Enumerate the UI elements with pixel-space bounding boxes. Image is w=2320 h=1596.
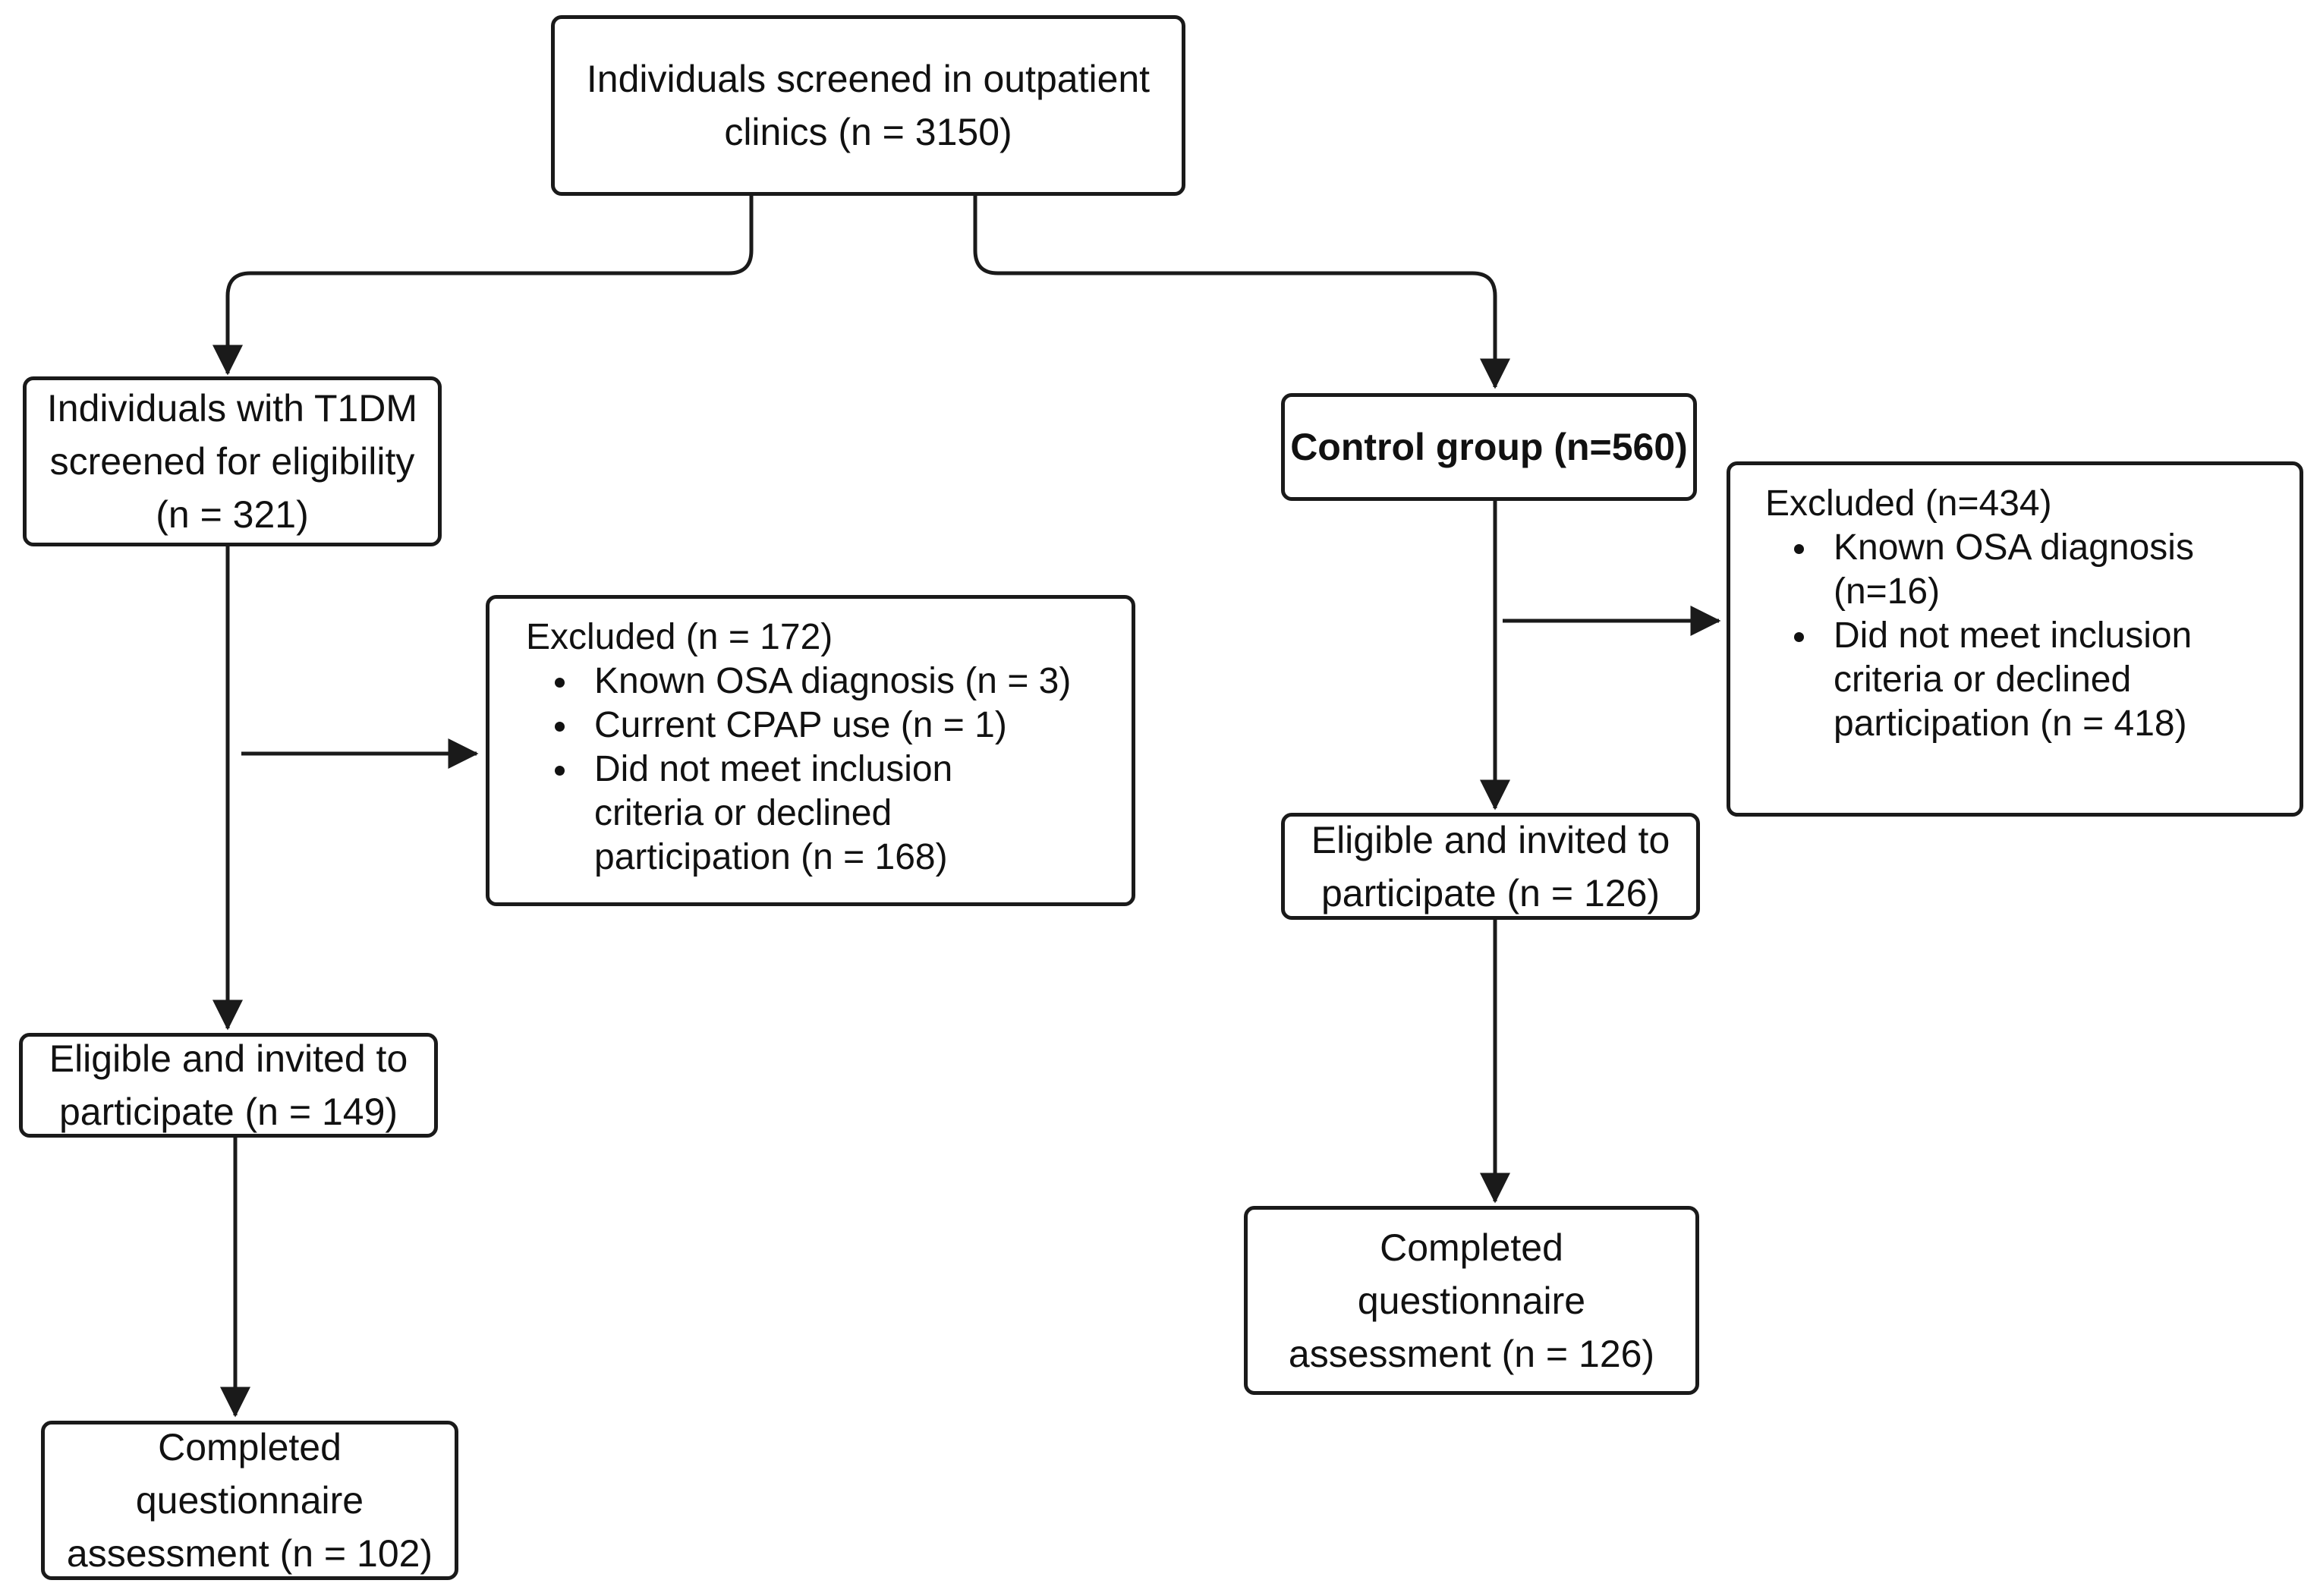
node-text-line: Eligible and invited to (1311, 818, 1670, 861)
excluded-reasons-list: Known OSA diagnosis (n = 3) Current CPAP… (526, 659, 1071, 880)
node-text-line: participate (n = 149) (58, 1091, 398, 1133)
node-completed-control: Completed questionnaire assessment (n = … (1244, 1206, 1699, 1395)
node-text-line: questionnaire (135, 1479, 364, 1522)
node-text-line: Completed (1380, 1226, 1563, 1269)
node-text-line: clinics (n = 3150) (724, 111, 1012, 153)
excluded-reason-text: Did not meet inclusion (1834, 615, 2193, 656)
node-text-line: questionnaire (1357, 1279, 1586, 1322)
excluded-reason-text: criteria or declined (594, 793, 892, 833)
excluded-reason: Current CPAP use (n = 1) (554, 704, 1071, 748)
node-excluded-control: Excluded (n=434) Known OSA diagnosis (n=… (1727, 461, 2303, 817)
edge-screened-to-t1dm (212, 196, 754, 376)
node-text-line: Eligible and invited to (49, 1037, 408, 1080)
excluded-reason-text: participation (n = 168) (594, 837, 948, 877)
node-control-group: Control group (n=560) (1281, 393, 1697, 501)
node-text-line: screened for eligibility (49, 440, 415, 483)
excluded-title: Excluded (n=434) (1765, 483, 2052, 524)
excluded-reason-text: Known OSA diagnosis (1834, 527, 2194, 568)
node-text-line: participate (n = 126) (1321, 871, 1661, 914)
node-completed-t1dm: Completed questionnaire assessment (n = … (41, 1421, 458, 1580)
excluded-reason-text: Known OSA diagnosis (n = 3) (594, 661, 1072, 701)
excluded-reason: Known OSA diagnosis (n=16) (1794, 526, 2194, 614)
node-eligible-control: Eligible and invited to participate (n =… (1281, 813, 1700, 920)
node-text-line: Individuals screened in outpatient (586, 58, 1151, 100)
node-t1dm-screened: Individuals with T1DM screened for eligi… (23, 376, 442, 546)
excluded-title: Excluded (n = 172) (526, 617, 833, 657)
node-text-line: Control group (n=560) (1290, 426, 1688, 468)
node-text-line: assessment (n = 126) (1288, 1332, 1655, 1375)
edge-screened-to-control (973, 196, 1510, 389)
excluded-reason: Known OSA diagnosis (n = 3) (554, 659, 1072, 704)
excluded-reason-text: criteria or declined (1834, 659, 2132, 700)
node-excluded-t1dm: Excluded (n = 172) Known OSA diagnosis (… (486, 595, 1135, 906)
excluded-reasons-list: Known OSA diagnosis (n=16) Did not meet … (1765, 526, 2194, 746)
node-eligible-t1dm: Eligible and invited to participate (n =… (19, 1033, 438, 1138)
node-text-line: Individuals with T1DM (46, 387, 418, 430)
node-text-line: (n = 321) (156, 493, 309, 536)
node-text-line: assessment (n = 102) (66, 1532, 433, 1575)
excluded-reason-text: (n=16) (1834, 571, 1941, 612)
excluded-reason-text: participation (n = 418) (1834, 704, 2187, 744)
node-text-line: Completed (158, 1426, 342, 1469)
excluded-reason-text: Did not meet inclusion (594, 749, 953, 789)
excluded-reason: Did not meet inclusion criteria or decli… (1794, 614, 2194, 746)
excluded-reason: Did not meet inclusion criteria or decli… (554, 748, 1071, 880)
excluded-reason-text: Current CPAP use (n = 1) (594, 705, 1007, 745)
node-screened: Individuals screened in outpatient clini… (551, 15, 1185, 196)
